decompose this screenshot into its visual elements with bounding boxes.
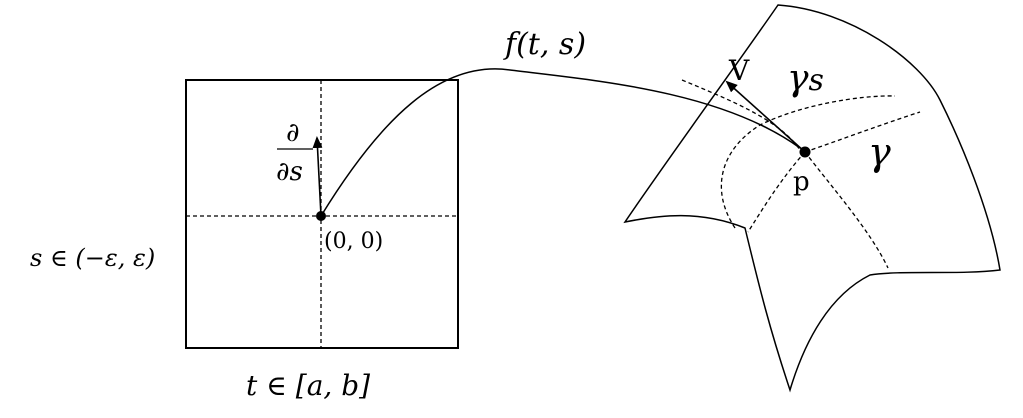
s-range-label: s ∈ (−ε, ε) <box>30 244 155 272</box>
gamma-s-upper-curve <box>720 95 896 229</box>
t-range-label: t ∈ [a, b] <box>246 369 370 402</box>
vector-v-arrow <box>725 80 806 153</box>
gamma-label: γ <box>868 130 891 174</box>
partial-denominator: ∂s <box>276 157 303 187</box>
partial-numerator: ∂ <box>286 118 299 148</box>
parameter-domain-square <box>185 79 459 349</box>
gamma-curve <box>804 111 921 153</box>
transverse-curve-right <box>804 151 889 269</box>
transverse-curve-p <box>747 151 806 233</box>
surface-outline <box>623 4 1001 393</box>
origin-label: (0, 0) <box>324 229 383 254</box>
partial-s-arrow <box>312 136 323 217</box>
gamma-s-label: γs <box>787 58 824 99</box>
point-p <box>799 146 811 158</box>
map-label: f(t, s) <box>503 27 586 62</box>
point-p-label: p <box>793 167 810 197</box>
vector-v-label: V <box>728 54 750 87</box>
mapping-curve <box>320 68 801 217</box>
